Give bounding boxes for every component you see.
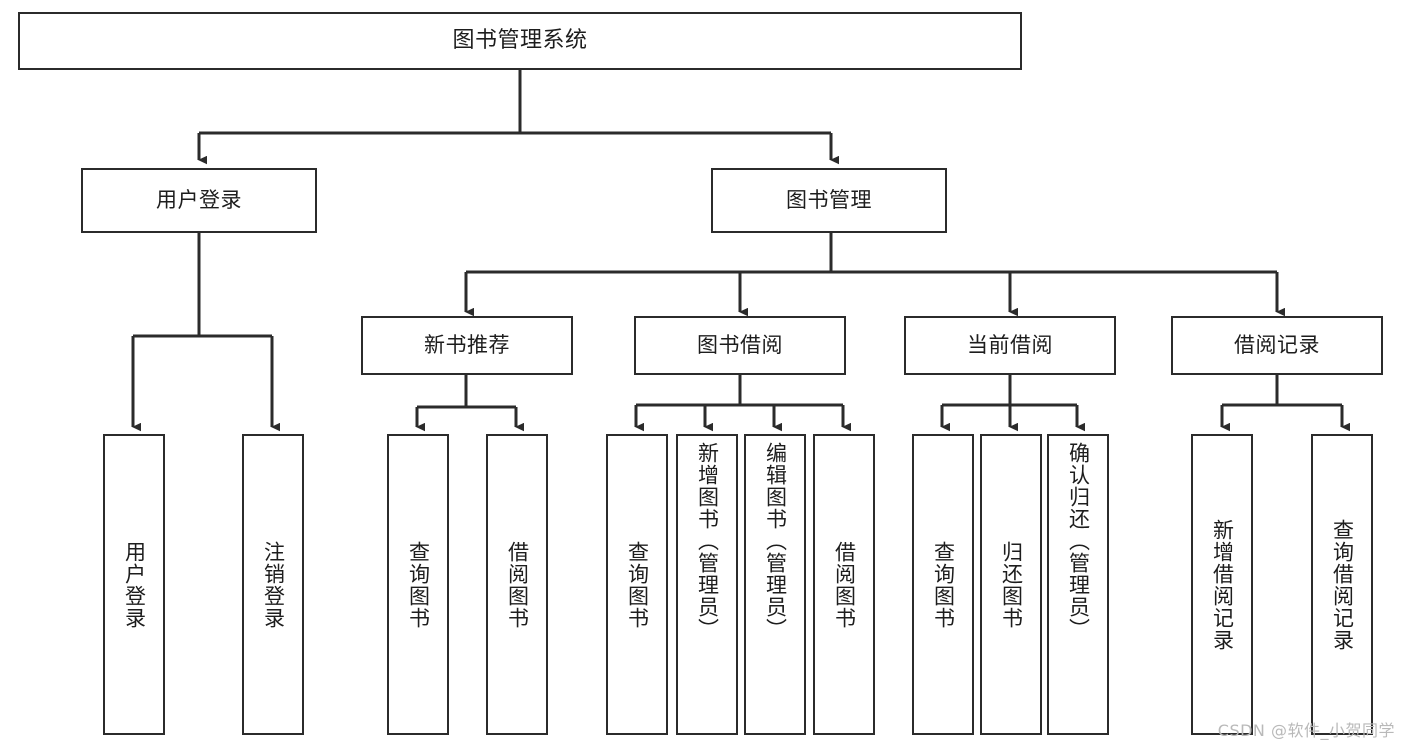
node-book-borrow[interactable]: 图书借阅 [634,316,846,375]
leaf-new-book-query[interactable]: 查询图书 [387,434,449,735]
csdn-watermark: CSDN @软件_小贺同学 [1217,721,1395,740]
node-label: 新增图书（管理员） [695,442,720,640]
node-label: 图书管理 [786,187,872,212]
node-label: 注销登录 [261,540,286,629]
node-label: 图书借阅 [697,332,783,357]
leaf-current-borrow-confirm-return[interactable]: 确认归还（管理员） [1047,434,1109,735]
node-label: 查询图书 [406,540,431,629]
node-label: 用户登录 [122,540,147,629]
node-label: 查询借阅记录 [1330,518,1355,651]
leaf-book-borrow-query[interactable]: 查询图书 [606,434,668,735]
node-label: 当前借阅 [967,332,1053,357]
node-label: 归还图书 [999,540,1024,629]
node-label: 新书推荐 [424,332,510,357]
leaf-borrow-record-add[interactable]: 新增借阅记录 [1191,434,1253,735]
leaf-book-borrow-borrow[interactable]: 借阅图书 [813,434,875,735]
node-new-book-recommend[interactable]: 新书推荐 [361,316,573,375]
node-label: 确认归还（管理员） [1066,442,1091,640]
node-label: 编辑图书（管理员） [763,442,788,640]
node-user-login[interactable]: 用户登录 [81,168,317,233]
node-book-management[interactable]: 图书管理 [711,168,947,233]
leaf-user-login-login[interactable]: 用户登录 [103,434,165,735]
leaf-current-borrow-return[interactable]: 归还图书 [980,434,1042,735]
leaf-borrow-record-query[interactable]: 查询借阅记录 [1311,434,1373,735]
leaf-book-borrow-add[interactable]: 新增图书（管理员） [676,434,738,735]
leaf-book-borrow-edit[interactable]: 编辑图书（管理员） [744,434,806,735]
node-current-borrow[interactable]: 当前借阅 [904,316,1116,375]
node-label: 新增借阅记录 [1210,518,1235,651]
node-label: 用户登录 [156,187,242,212]
node-root-system[interactable]: 图书管理系统 [18,12,1022,70]
leaf-current-borrow-query[interactable]: 查询图书 [912,434,974,735]
leaf-new-book-borrow[interactable]: 借阅图书 [486,434,548,735]
node-borrow-record[interactable]: 借阅记录 [1171,316,1383,375]
node-label: 借阅记录 [1234,332,1320,357]
node-label: 查询图书 [625,540,650,629]
node-label: 借阅图书 [505,540,530,629]
leaf-user-login-logout[interactable]: 注销登录 [242,434,304,735]
node-label: 查询图书 [931,540,956,629]
node-label: 借阅图书 [832,540,857,629]
node-label: 图书管理系统 [452,27,588,53]
